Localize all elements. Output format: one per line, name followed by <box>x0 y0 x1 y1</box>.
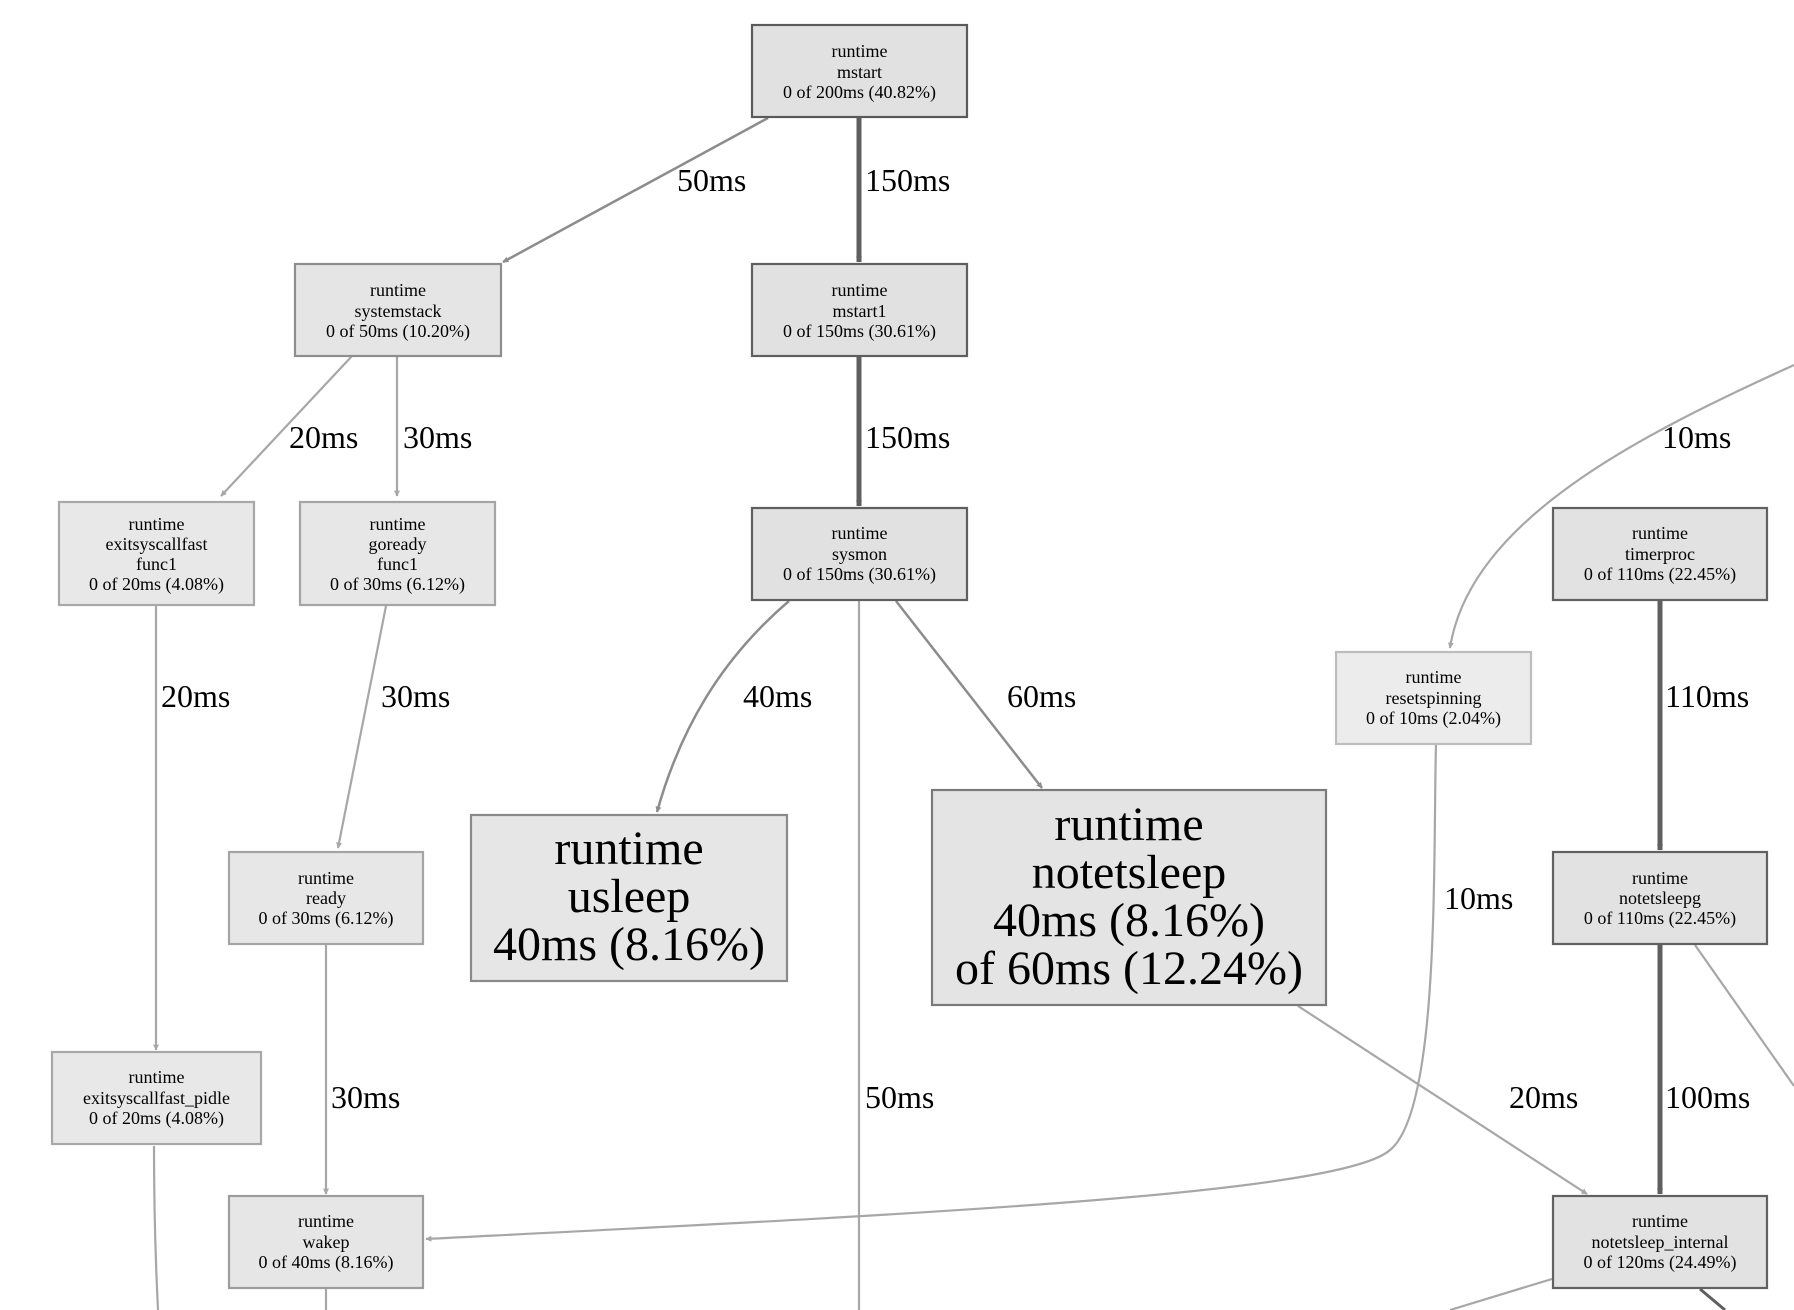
node-wakep-fn: wakep <box>303 1232 350 1252</box>
node-mstart1[interactable]: runtime mstart1 0 of 150ms (30.61%) <box>750 262 969 358</box>
node-notetsleep-internal-pkg: runtime <box>1632 1211 1688 1231</box>
edge-notetsleep-internal <box>1297 1005 1588 1195</box>
node-notetsleep-internal-stat: 0 of 120ms (24.49%) <box>1584 1252 1737 1273</box>
node-wakep-stat: 0 of 40ms (8.16%) <box>259 1252 394 1273</box>
node-notetsleep-internal[interactable]: runtime notetsleep_internal 0 of 120ms (… <box>1551 1194 1769 1290</box>
node-notetsleep-fn: notetsleep <box>1032 846 1227 899</box>
node-goready-func1[interactable]: runtime goready func1 0 of 30ms (6.12%) <box>298 500 497 607</box>
edge-label-notetsleep-internal: 20ms <box>1509 1079 1578 1115</box>
node-notetsleep-stat: 40ms (8.16%) <box>993 894 1265 947</box>
node-exitsyscallfast-func1-pkg: runtime <box>129 514 185 534</box>
node-mstart-fn: mstart <box>837 62 882 82</box>
node-timerproc[interactable]: runtime timerproc 0 of 110ms (22.45%) <box>1551 506 1769 602</box>
node-timerproc-fn: timerproc <box>1625 544 1695 564</box>
node-mstart1-fn: mstart1 <box>833 301 887 321</box>
edge-goready-ready <box>336 605 388 849</box>
edge-mstart-systemstack <box>502 116 769 264</box>
node-exitsyscallfast-pidle-stat: 0 of 20ms (4.08%) <box>89 1108 224 1129</box>
edge-label-goready-ready: 30ms <box>381 678 450 714</box>
node-usleep-fn: usleep <box>568 870 691 923</box>
node-systemstack[interactable]: runtime systemstack 0 of 50ms (10.20%) <box>293 262 503 358</box>
node-resetspinning-pkg: runtime <box>1406 667 1462 687</box>
node-notetsleepg-pkg: runtime <box>1632 868 1688 888</box>
node-notetsleepg-stat: 0 of 110ms (22.45%) <box>1584 908 1736 929</box>
edge-label-resetspinning-wakep: 10ms <box>1444 880 1513 916</box>
node-systemstack-fn: systemstack <box>355 301 442 321</box>
edge-label-systemstack-exitsyscallfast: 20ms <box>289 419 358 455</box>
node-resetspinning[interactable]: runtime resetspinning 0 of 10ms (2.04%) <box>1334 650 1533 746</box>
node-goready-func1-fn: goready <box>369 534 427 554</box>
node-ready-pkg: runtime <box>298 868 354 888</box>
edge-label-sysmon-usleep: 40ms <box>743 678 812 714</box>
node-timerproc-pkg: runtime <box>1632 523 1688 543</box>
edge-label-sysmon-notetsleep: 60ms <box>1007 678 1076 714</box>
node-mstart1-stat: 0 of 150ms (30.61%) <box>783 321 936 342</box>
node-sysmon[interactable]: runtime sysmon 0 of 150ms (30.61%) <box>750 506 969 602</box>
node-exitsyscallfast-pidle-pkg: runtime <box>129 1067 185 1087</box>
edge-exitsyscallfast-pidle-down <box>152 1145 160 1310</box>
node-notetsleep-stat2: of 60ms (12.24%) <box>955 942 1303 995</box>
node-systemstack-stat: 0 of 50ms (10.20%) <box>326 321 470 342</box>
node-sysmon-pkg: runtime <box>832 523 888 543</box>
edge-notetsleepg-offscreen <box>1694 944 1794 1087</box>
node-wakep[interactable]: runtime wakep 0 of 40ms (8.16%) <box>227 1194 425 1290</box>
edge-sysmon-usleep <box>655 600 790 813</box>
node-resetspinning-fn: resetspinning <box>1386 688 1482 708</box>
edge-internal-offscreen-left <box>1449 1277 1553 1310</box>
node-goready-func1-fn2: func1 <box>377 554 418 574</box>
node-resetspinning-stat: 0 of 10ms (2.04%) <box>1366 708 1501 729</box>
edge-resetspinning-wakep <box>425 743 1438 1242</box>
edge-systemstack-exitsyscallfast <box>220 355 353 497</box>
node-notetsleepg-fn: notetsleepg <box>1619 888 1701 908</box>
node-notetsleep[interactable]: runtime notetsleep 40ms (8.16%) of 60ms … <box>930 788 1328 1007</box>
node-usleep[interactable]: runtime usleep 40ms (8.16%) <box>469 813 789 983</box>
node-ready[interactable]: runtime ready 0 of 30ms (6.12%) <box>227 850 425 946</box>
node-exitsyscallfast-func1-fn2: func1 <box>136 554 177 574</box>
node-usleep-stat: 40ms (8.16%) <box>493 918 765 971</box>
edge-label-exitsyscallfast-pidle: 20ms <box>161 678 230 714</box>
node-wakep-pkg: runtime <box>298 1211 354 1231</box>
node-mstart-stat: 0 of 200ms (40.82%) <box>783 82 936 103</box>
node-timerproc-stat: 0 of 110ms (22.45%) <box>1584 564 1736 585</box>
edge-label-systemstack-goready: 30ms <box>403 419 472 455</box>
edge-sysmon-notetsleep <box>895 600 1043 789</box>
node-goready-func1-pkg: runtime <box>370 514 426 534</box>
edge-label-mstart-mstart1: 150ms <box>865 162 950 198</box>
edge-label-sysmon-down: 50ms <box>865 1079 934 1115</box>
edge-label-mstart1-sysmon: 150ms <box>865 419 950 455</box>
edge-offscreen-resetspinning <box>1447 363 1794 649</box>
edge-label-ready-wakep: 30ms <box>331 1079 400 1115</box>
node-ready-stat: 0 of 30ms (6.12%) <box>259 908 394 929</box>
node-mstart-pkg: runtime <box>832 41 888 61</box>
node-mstart1-pkg: runtime <box>832 280 888 300</box>
node-exitsyscallfast-func1-fn: exitsyscallfast <box>106 534 208 554</box>
node-sysmon-stat: 0 of 150ms (30.61%) <box>783 564 936 585</box>
node-exitsyscallfast-func1-stat: 0 of 20ms (4.08%) <box>89 574 224 595</box>
node-usleep-pkg: runtime <box>554 822 703 875</box>
edge-label-timerproc-notetsleepg: 110ms <box>1665 678 1749 714</box>
node-notetsleep-pkg: runtime <box>1054 798 1203 851</box>
edge-label-notetsleepg-internal: 100ms <box>1665 1079 1750 1115</box>
node-goready-func1-stat: 0 of 30ms (6.12%) <box>330 574 465 595</box>
node-systemstack-pkg: runtime <box>370 280 426 300</box>
edge-internal-offscreen-right <box>1699 1287 1726 1310</box>
node-notetsleep-internal-fn: notetsleep_internal <box>1592 1232 1729 1252</box>
edge-label-mstart-systemstack: 50ms <box>677 162 746 198</box>
node-notetsleepg[interactable]: runtime notetsleepg 0 of 110ms (22.45%) <box>1551 850 1769 946</box>
edge-label-offscreen-resetspinning: 10ms <box>1662 419 1731 455</box>
node-exitsyscallfast-pidle[interactable]: runtime exitsyscallfast_pidle 0 of 20ms … <box>50 1050 263 1146</box>
node-exitsyscallfast-pidle-fn: exitsyscallfast_pidle <box>83 1088 230 1108</box>
node-mstart[interactable]: runtime mstart 0 of 200ms (40.82%) <box>750 23 969 119</box>
node-exitsyscallfast-func1[interactable]: runtime exitsyscallfast func1 0 of 20ms … <box>57 500 256 607</box>
node-sysmon-fn: sysmon <box>832 544 887 564</box>
node-ready-fn: ready <box>306 888 346 908</box>
